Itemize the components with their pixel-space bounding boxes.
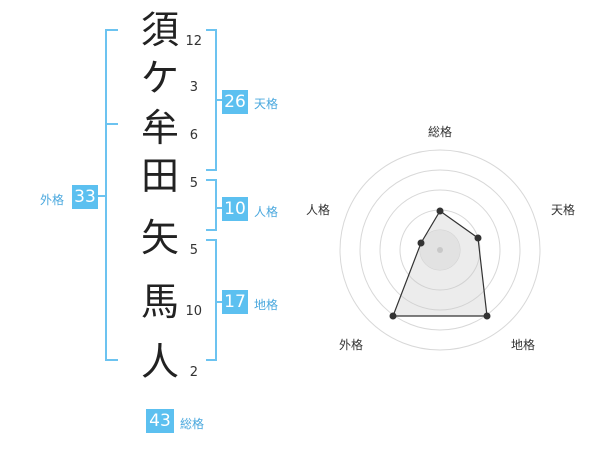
- soukaku-value: 43: [146, 409, 174, 433]
- name-char-7: 人: [140, 340, 179, 384]
- radar-ring-1: [339, 149, 541, 351]
- tenkaku-label: 天格: [254, 97, 279, 111]
- stroke-count-2: 3: [189, 80, 198, 95]
- stroke-count-6: 10: [185, 304, 202, 319]
- stroke-count-1: 12: [185, 34, 202, 49]
- radar-point-jinkaku: [417, 239, 425, 247]
- jinkaku-label: 人格: [254, 205, 279, 219]
- radar-label-soukaku: 総格: [428, 125, 453, 139]
- name-char-1: 須: [140, 8, 179, 52]
- stroke-count-3: 6: [189, 128, 198, 143]
- jinkaku-value: 10: [222, 197, 248, 221]
- stroke-count-4: 5: [189, 176, 198, 191]
- chikaku-label: 地格: [254, 298, 279, 312]
- stroke-count-7: 2: [189, 365, 198, 380]
- soukaku-label: 総格: [180, 417, 205, 431]
- radar-ring-3: [379, 189, 501, 311]
- radar-center-dot: [437, 247, 443, 253]
- radar-point-gaikaku: [389, 312, 397, 320]
- tenkaku-value: 26: [222, 90, 248, 114]
- name-char-3: 牟: [140, 106, 179, 150]
- chikaku-bracket: [206, 239, 217, 361]
- name-char-6: 馬: [140, 280, 179, 324]
- radar-point-soukaku: [436, 207, 444, 215]
- jinkaku-bracket: [206, 179, 217, 231]
- radar-label-gaikaku: 外格: [339, 338, 364, 352]
- chikaku-value: 17: [222, 290, 248, 314]
- radar-label-tenkaku: 天格: [551, 203, 576, 217]
- stroke-count-5: 5: [189, 243, 198, 258]
- name-char-2: ケ: [140, 56, 179, 100]
- radar-point-tenkaku: [474, 234, 482, 242]
- gaikaku-label: 外格: [40, 193, 65, 207]
- radar-point-chikaku: [483, 312, 491, 320]
- radar-polygon: [392, 210, 488, 317]
- radar-label-jinkaku: 人格: [306, 203, 331, 217]
- radar-ring-2: [359, 169, 521, 331]
- name-char-4: 田: [140, 154, 179, 198]
- name-char-5: 矢: [140, 216, 179, 260]
- radar-label-chikaku: 地格: [511, 338, 536, 352]
- gaikaku-value: 33: [72, 185, 98, 209]
